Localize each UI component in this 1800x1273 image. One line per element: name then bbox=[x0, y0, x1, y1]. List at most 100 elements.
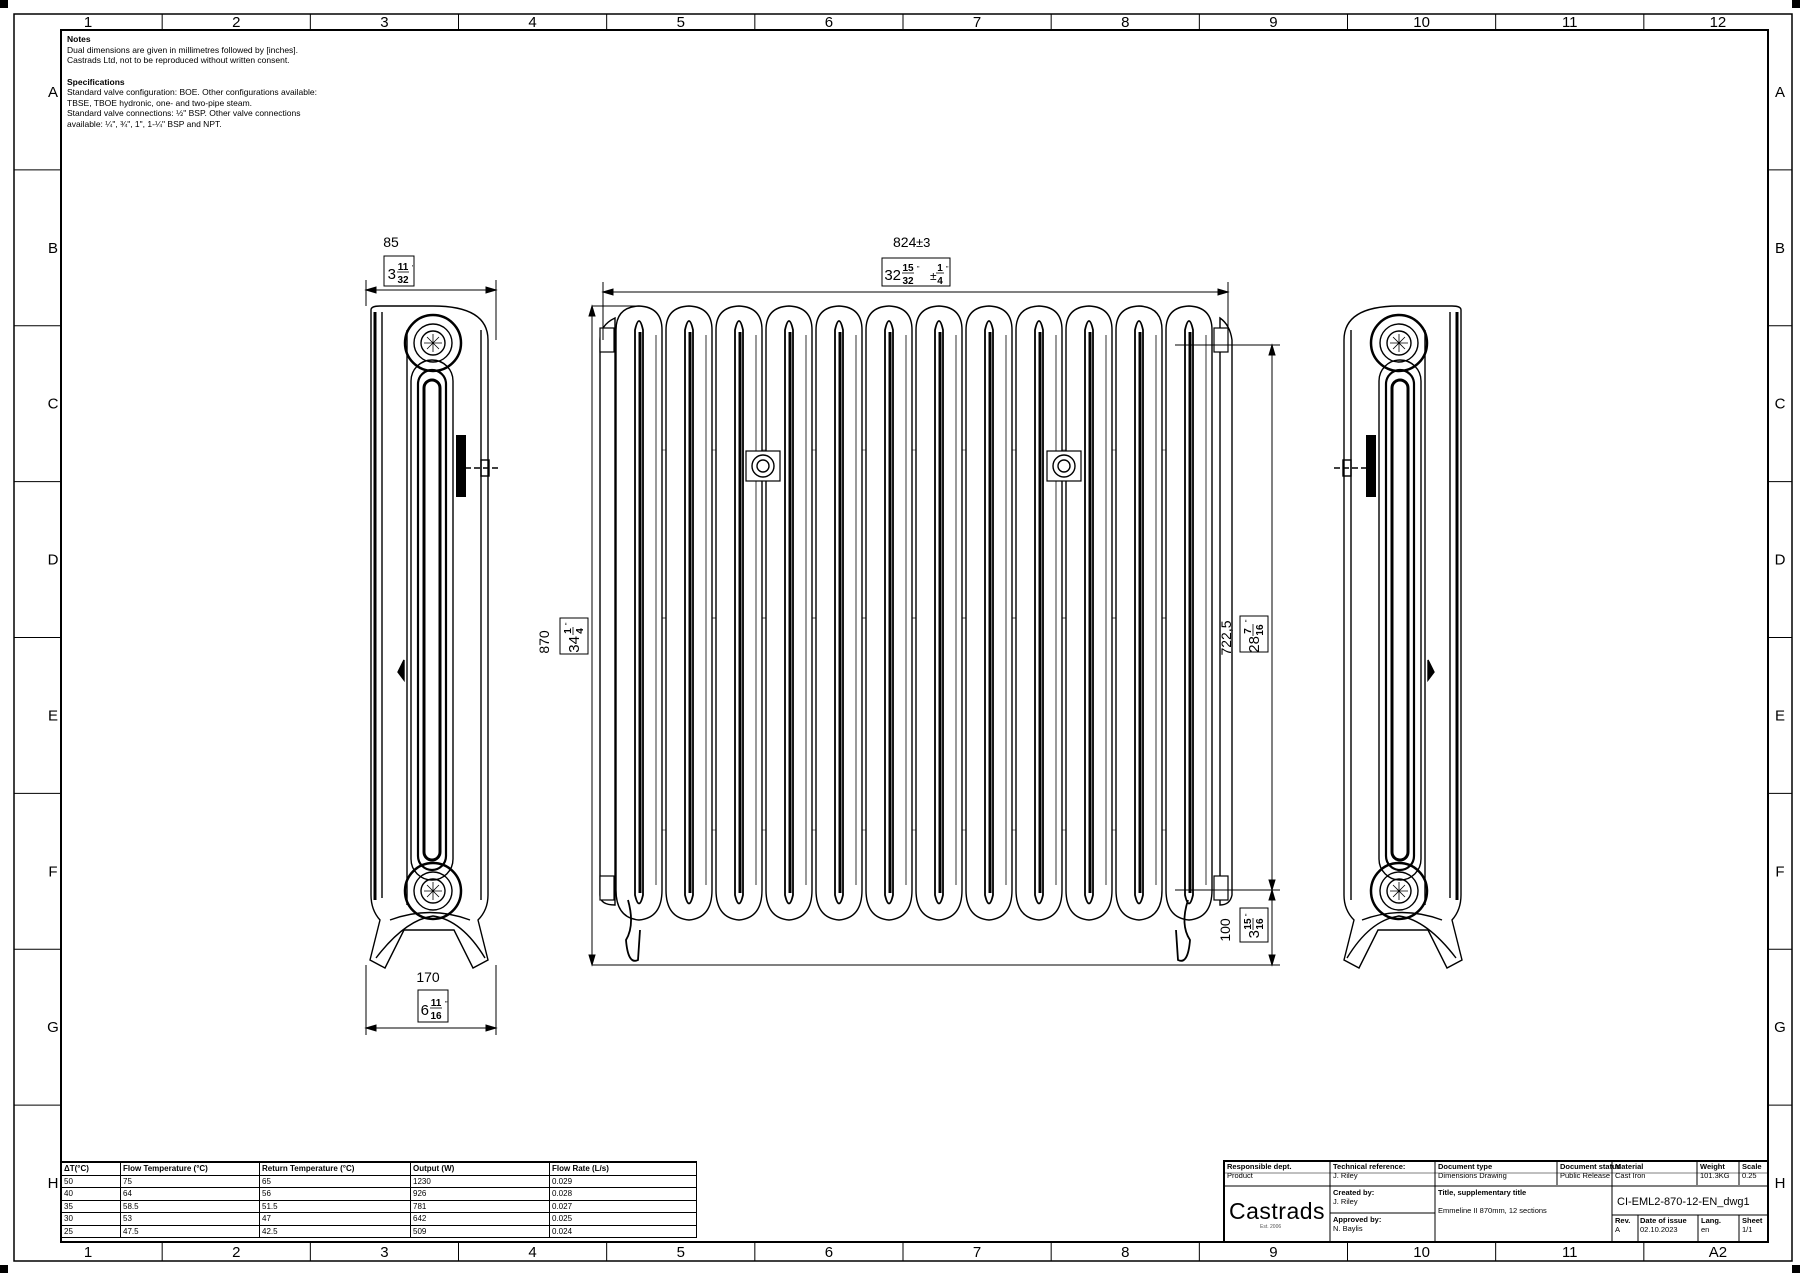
grid-col-label: 2 bbox=[232, 1244, 240, 1261]
table-cell: 50 bbox=[61, 1174, 121, 1188]
floor-in-den: 16 bbox=[1255, 918, 1266, 930]
table-cell: 0.024 bbox=[549, 1224, 697, 1238]
table-cell: 56 bbox=[259, 1187, 411, 1201]
lang-value: en bbox=[1701, 1225, 1710, 1234]
notes-block: Notes Dual dimensions are given in milli… bbox=[67, 34, 357, 129]
grid-col-label: 1 bbox=[84, 1244, 92, 1261]
radiator-sections bbox=[615, 305, 1213, 921]
company-est: Est. 2006 bbox=[1260, 1224, 1282, 1230]
responsible-dept-label: Responsible dept. bbox=[1227, 1162, 1292, 1171]
grid-col-label: 6 bbox=[825, 1244, 833, 1261]
table-row: 25 47.5 42.5 509 0.024 bbox=[61, 1224, 697, 1238]
grid-col-label: 8 bbox=[1121, 1244, 1129, 1261]
width-tol-mm: ±3 bbox=[916, 235, 930, 250]
front-view bbox=[599, 305, 1233, 962]
inch-mark: " bbox=[1245, 619, 1252, 622]
front-view-dimensions bbox=[559, 257, 1280, 967]
depth-top-mm: 85 bbox=[383, 234, 399, 250]
width-in-whole: 32 bbox=[884, 267, 901, 284]
inch-mark: " bbox=[917, 266, 920, 273]
height-in-num: 1 bbox=[563, 628, 574, 634]
corner-mark bbox=[0, 1265, 8, 1273]
grid-col-label: 4 bbox=[528, 14, 536, 31]
title-block bbox=[1223, 1160, 1769, 1243]
company-logo: Castrads bbox=[1229, 1198, 1326, 1224]
date-label: Date of issue bbox=[1640, 1216, 1687, 1225]
scale-label: Scale bbox=[1742, 1162, 1762, 1171]
scale-cell: Scale 0.25 bbox=[1742, 1162, 1762, 1180]
radiator-section bbox=[865, 305, 913, 921]
grid-col-label: 5 bbox=[677, 14, 685, 31]
grid-row-label: H bbox=[48, 1175, 59, 1192]
grid-col-label: 10 bbox=[1413, 14, 1430, 31]
radiator-section bbox=[615, 305, 663, 921]
table-cell: 53 bbox=[120, 1212, 260, 1226]
table-cell: 75 bbox=[120, 1174, 260, 1188]
grid-row-label: E bbox=[48, 707, 58, 724]
approved-by-value: N. Baylis bbox=[1333, 1224, 1363, 1233]
grid-col-label: 10 bbox=[1413, 1244, 1430, 1261]
corner-mark bbox=[1792, 0, 1800, 8]
performance-table: ΔT(°C) Flow Temperature (°C) Return Temp… bbox=[61, 1161, 697, 1238]
width-tol-in-den: 4 bbox=[937, 276, 943, 287]
height-mm: 870 bbox=[536, 630, 552, 654]
centres-in-den: 16 bbox=[1255, 624, 1266, 636]
table-row: 35 58.5 51.5 781 0.027 bbox=[61, 1199, 697, 1213]
grid-col-label: 2 bbox=[232, 14, 240, 31]
table-cell: 65 bbox=[259, 1174, 411, 1188]
spec-line: TBSE, TBOE hydronic, one- and two-pipe s… bbox=[67, 97, 253, 108]
radiator-section bbox=[1115, 305, 1163, 921]
width-tol-in-num: 1 bbox=[937, 263, 943, 274]
weight-cell: Weight 101.3KG bbox=[1700, 1162, 1730, 1180]
table-row: 40 64 56 926 0.028 bbox=[61, 1187, 697, 1201]
grid-row-label: A bbox=[48, 84, 58, 101]
spec-line: available: ¼", ¾", 1", 1-¼" BSP and NPT. bbox=[67, 118, 222, 129]
grid-ticks bbox=[14, 14, 1792, 1261]
grid-row-label: F bbox=[48, 863, 57, 880]
header-return-temp: Return Temperature (°C) bbox=[259, 1161, 411, 1176]
grid-col-label: 7 bbox=[973, 14, 981, 31]
grid-col-label: 5 bbox=[677, 1244, 685, 1261]
table-cell: 1230 bbox=[410, 1174, 550, 1188]
table-cell: 35 bbox=[61, 1199, 121, 1213]
date-cell: Date of issue 02.10.2023 bbox=[1640, 1216, 1687, 1234]
title-label: Title, supplementary title bbox=[1438, 1188, 1527, 1197]
radiator-section bbox=[715, 305, 763, 921]
grid-row-label: D bbox=[1775, 552, 1786, 569]
grid-col-label: 1 bbox=[84, 14, 92, 31]
rev-value: A bbox=[1615, 1225, 1621, 1234]
header-delta-t: ΔT(°C) bbox=[61, 1161, 121, 1176]
created-by-cell: Created by: J. Riley bbox=[1333, 1188, 1374, 1206]
grid-col-label: A2 bbox=[1709, 1244, 1727, 1261]
date-value: 02.10.2023 bbox=[1640, 1225, 1678, 1234]
table-cell: 58.5 bbox=[120, 1199, 260, 1213]
radiator-section bbox=[665, 305, 713, 921]
title-value: Emmeline II 870mm, 12 sections bbox=[1438, 1206, 1547, 1215]
material-label: Material bbox=[1615, 1162, 1644, 1171]
header-output: Output (W) bbox=[410, 1161, 550, 1176]
responsible-dept-value: Product bbox=[1227, 1171, 1253, 1180]
radiator-section bbox=[815, 305, 863, 921]
document-status-cell: Document status Public Release bbox=[1560, 1162, 1621, 1180]
approved-by-cell: Approved by: N. Baylis bbox=[1333, 1215, 1381, 1233]
sheet-cell: Sheet 1/1 bbox=[1742, 1216, 1762, 1234]
table-cell: 926 bbox=[410, 1187, 550, 1201]
corner-mark bbox=[0, 0, 8, 8]
width-tol-in-sign: ± bbox=[930, 269, 937, 283]
centres-mm: 722,5 bbox=[1218, 620, 1234, 655]
table-cell: 0.025 bbox=[549, 1212, 697, 1226]
grid-row-label: H bbox=[1775, 1175, 1786, 1192]
height-in-den: 4 bbox=[575, 628, 586, 634]
grid-row-label: B bbox=[48, 240, 58, 257]
floor-in-whole: 3 bbox=[1246, 930, 1263, 938]
spec-line: Standard valve connections: ½" BSP. Othe… bbox=[67, 108, 301, 118]
table-cell: 0.029 bbox=[549, 1174, 697, 1188]
grid-col-label: 12 bbox=[1710, 14, 1727, 31]
grid-col-label: 9 bbox=[1269, 1244, 1277, 1261]
document-status-value: Public Release bbox=[1560, 1171, 1611, 1180]
spec-title: Specifications bbox=[67, 76, 125, 87]
document-type-label: Document type bbox=[1438, 1162, 1493, 1171]
header-flow-rate: Flow Rate (L/s) bbox=[549, 1161, 697, 1176]
depth-base-in-whole: 6 bbox=[421, 1002, 429, 1019]
